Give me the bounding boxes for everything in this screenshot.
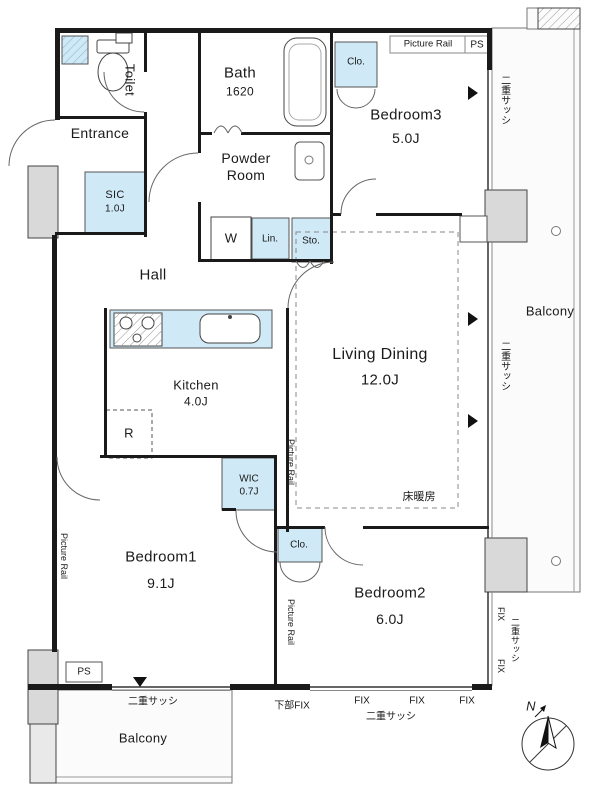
bathtub-icon: [283, 37, 327, 127]
bedroom2-label: Bedroom2: [354, 584, 426, 602]
bedroom2-area: 6.0J: [376, 611, 404, 628]
fridge-label: R: [124, 425, 134, 441]
bedroom3-label: Bedroom3: [370, 106, 442, 124]
storage-folding-door: [295, 260, 325, 268]
closet-bedroom2-label: Clo.: [290, 539, 308, 551]
closet3-doors: [336, 88, 376, 109]
paper-holder: [115, 32, 133, 44]
drain-circle: [551, 226, 561, 236]
north-needle: [540, 716, 548, 748]
washer-box: [210, 216, 252, 261]
powder-room-label2: Room: [226, 167, 266, 184]
ps-label-top: PS: [470, 39, 484, 51]
fix-label-right-2: FIX: [496, 658, 507, 674]
vanity-icon: [294, 141, 325, 181]
walls: [28, 28, 492, 690]
closet-bedroom3-box: [334, 41, 378, 88]
marker-right-triangle: [468, 86, 478, 100]
living-dining-area: 12.0J: [360, 371, 400, 389]
living-dining-label: Living Dining: [332, 346, 428, 364]
double-sash-label-right-top: 二重サッシ: [498, 75, 510, 125]
bedroom1-area: 9.1J: [147, 575, 175, 592]
powder-door: [148, 152, 199, 203]
wic-label: WIC: [239, 473, 259, 485]
storage-label: Sto.: [302, 235, 320, 247]
bath-label: Bath: [223, 64, 257, 82]
marker-right-triangle: [468, 312, 478, 326]
fix-label-3: FIX: [459, 695, 475, 707]
double-sash-label-bottom2: 二重サッシ: [366, 711, 416, 723]
wic-area: 0.7J: [239, 486, 259, 498]
living-door: [287, 261, 335, 309]
kitchen-label: Kitchen: [173, 377, 219, 393]
double-sash-label-bottom1: 二重サッシ: [128, 696, 178, 708]
floor-heating-area: [295, 231, 459, 509]
marker-right-triangle: [468, 414, 478, 428]
kitchen-area: 4.0J: [184, 394, 208, 409]
hall-label: Hall: [139, 266, 167, 284]
closet-fills: [61, 35, 378, 563]
floor-heating-label: 床暖房: [402, 490, 436, 503]
picture-rail-label-bedroom1: Picture Rail: [59, 532, 70, 580]
bedroom2-door: [324, 526, 364, 566]
sic-label: SIC: [105, 188, 125, 201]
hatched-shaft: [537, 7, 581, 30]
wic-box: [221, 457, 277, 511]
storage-box: [291, 217, 333, 263]
double-sash-label-right-bottom: 二重サッシ: [510, 617, 521, 663]
balcony-right-area: [491, 7, 581, 593]
entrance-door: [8, 119, 56, 167]
closet-bedroom3-label: Clo.: [347, 56, 365, 68]
picture-rail-label-top: Picture Rail: [403, 38, 453, 50]
ps-box-mid: [459, 215, 488, 243]
toilet-door: [103, 71, 145, 113]
sink-icon: [199, 313, 261, 344]
entrance-label: Entrance: [70, 125, 130, 142]
north-label: N: [526, 698, 536, 714]
toilet-label: Toilet: [122, 63, 138, 97]
bedroom3-area: 5.0J: [392, 130, 420, 147]
powder-room-label: Powder: [221, 150, 271, 167]
bath-folding-door: [213, 125, 243, 134]
bath-size: 1620: [226, 84, 254, 99]
ps-box-bottom: [65, 661, 103, 683]
bedroom1-door: [56, 456, 101, 501]
picture-rail-label-bedroom2: Picture Rail: [286, 598, 297, 646]
sic-area: 1.0J: [104, 203, 126, 215]
ps-label-bottom: PS: [77, 666, 91, 678]
bedroom3-door: [340, 178, 377, 215]
picture-rail-label-living: Picture Rail: [286, 438, 297, 486]
closet-bedroom2-box: [277, 527, 323, 563]
balcony-right-label: Balcony: [525, 303, 575, 319]
sic-box: [84, 171, 146, 235]
window-markers: [133, 86, 478, 687]
fix-label-right-1: FIX: [496, 606, 507, 622]
compass: [521, 705, 575, 771]
closet2-doors: [279, 561, 321, 583]
bedroom1-label: Bedroom1: [125, 548, 197, 566]
linen-box: [251, 217, 290, 260]
fix-label-2: FIX: [409, 695, 425, 707]
window-lines: [112, 70, 493, 691]
washer-label: W: [224, 230, 238, 246]
drain-circle: [551, 556, 561, 566]
balcony-bottom-label: Balcony: [118, 730, 168, 746]
marker-down-triangle: [133, 677, 147, 687]
door-arcs: [8, 71, 377, 583]
wic-door: [235, 510, 278, 553]
lower-fix-label: 下部FIX: [274, 700, 310, 712]
fix-label-1: FIX: [354, 695, 370, 707]
linen-label: Lin.: [261, 233, 279, 245]
double-sash-label-right-mid: 二重サッシ: [498, 341, 510, 391]
